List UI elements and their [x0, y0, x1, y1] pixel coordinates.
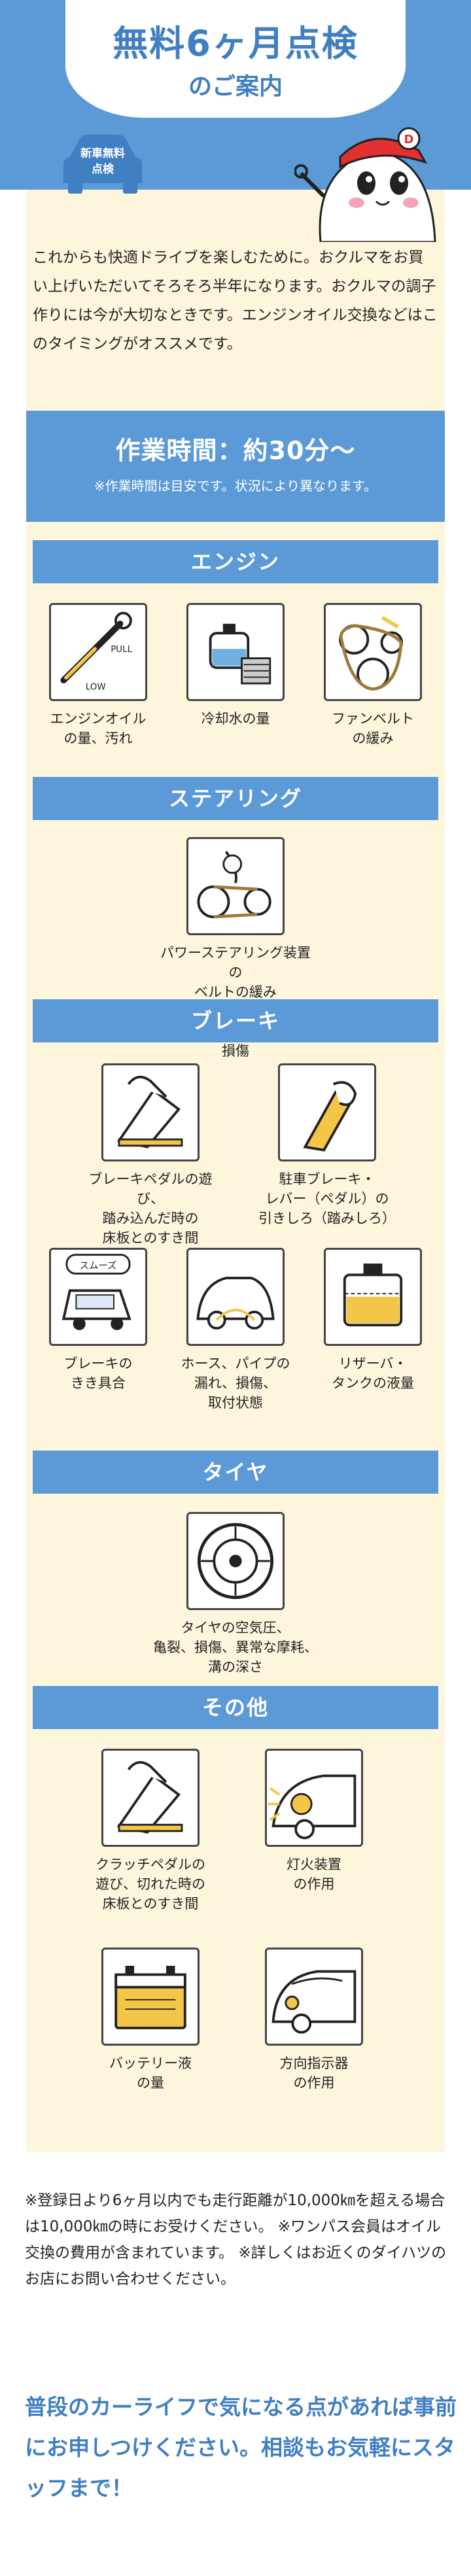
section-engine-title: エンジン	[33, 540, 438, 583]
work-time-box: 作業時間：約30分〜 ※作業時間は目安です。状況により異なります。	[26, 411, 445, 522]
check-item-brake-pedal: ブレーキペダルの遊び、 踏み込んだ時の 床板とのすき間	[78, 1063, 222, 1248]
check-item-tire: タイヤの空気圧、 亀裂、損傷、異常な摩耗、 溝の深さ	[153, 1512, 318, 1677]
badge-line2: 点検	[92, 162, 114, 176]
check-item-engine-oil: PULL LOW エンジンオイル の量、汚れ	[33, 603, 164, 748]
check-item-label: 駐車ブレーキ・ レバー（ペダル）の 引きしろ（踏みしろ）	[258, 1171, 396, 1226]
battery-icon	[101, 1948, 200, 2046]
car-smooth-icon: スムーズ	[49, 1248, 147, 1346]
parking-brake-icon	[278, 1063, 376, 1161]
check-item-fan-belt: ファンベルト の緩み	[307, 603, 438, 748]
check-item-label: 灯火装置 の作用	[287, 1857, 341, 1892]
check-item-label: ブレーキペダルの遊び、 踏み込んだ時の 床板とのすき間	[88, 1171, 213, 1246]
check-item-label: リザーバ・ タンクの液量	[332, 1356, 414, 1391]
check-item-label: バッテリー液 の量	[109, 2055, 192, 2091]
car-hose-icon	[186, 1248, 285, 1346]
intro-text: これからも快適ドライブを楽しむために。おクルマをお買い上げいただいてそろそろ半年…	[33, 249, 438, 352]
closing-message: 普段のカーライフで気になる点があれば事前にお申しつけください。相談もお気軽にスタ…	[25, 2394, 457, 2501]
check-item-label: エンジンオイル の量、汚れ	[50, 711, 147, 746]
check-item-label: ファンベルト の緩み	[332, 711, 414, 746]
title-bubble: 無料6ヶ月点検 のご案内	[65, 0, 406, 118]
low-label: LOW	[86, 683, 106, 693]
check-item-battery: バッテリー液 の量	[85, 1948, 216, 2093]
brake-pedal-icon	[101, 1063, 200, 1161]
check-item-label: 方向指示器 の作用	[279, 2055, 349, 2091]
badge-line1: 新車無料	[80, 146, 125, 160]
work-time-title: 作業時間：約30分〜	[115, 436, 356, 465]
footnotes: ※登録日より6ヶ月以内でも走行距離が10,000㎞を超える場合は10,000㎞の…	[25, 2192, 447, 2288]
smooth-bubble: スムーズ	[80, 1260, 117, 1271]
mascot-cap-letter: D	[404, 133, 414, 146]
fan-belt-icon	[324, 603, 422, 701]
steering-belt-icon	[186, 837, 285, 935]
page-subtitle: のご案内	[188, 73, 283, 100]
check-item-power-steering: パワーステアリング装置の ベルトの緩み （電動パワステ車は除く）、 損傷	[160, 837, 311, 1061]
turn-signal-icon	[265, 1948, 363, 2046]
work-time-note: ※作業時間は目安です。状況により異なります。	[94, 478, 377, 494]
section-tire-title: タイヤ	[33, 1451, 438, 1494]
check-item-lights: 灯火装置 の作用	[249, 1749, 379, 1894]
headlight-icon	[265, 1749, 363, 1847]
check-item-label: ホース、パイプの 漏れ、損傷、 取付状態	[181, 1356, 290, 1411]
check-item-turn-signal: 方向指示器 の作用	[249, 1948, 379, 2093]
check-item-label: タイヤの空気圧、 亀裂、損傷、異常な摩耗、 溝の深さ	[153, 1620, 318, 1675]
pull-label: PULL	[111, 645, 132, 655]
oil-dipstick-icon: PULL LOW	[49, 603, 147, 701]
check-item-hose-pipe: ホース、パイプの 漏れ、損傷、 取付状態	[170, 1248, 301, 1413]
coolant-tank-icon	[186, 603, 285, 701]
tire-icon	[186, 1512, 285, 1610]
check-item-brake-effect: スムーズ ブレーキの きき具合	[33, 1248, 164, 1393]
check-item-label: ブレーキの きき具合	[63, 1356, 133, 1391]
reservoir-tank-icon	[324, 1248, 422, 1346]
car-badge-icon: 新車無料 点検	[60, 131, 145, 196]
section-other-title: その他	[33, 1686, 438, 1729]
page-title: 無料6ヶ月点検	[113, 23, 358, 64]
mascot-illustration: D	[294, 111, 458, 243]
check-item-coolant: 冷却水の量	[170, 603, 301, 729]
check-item-label: クラッチペダルの 遊び、切れた時の 床板とのすき間	[96, 1857, 205, 1912]
section-brake-title: ブレーキ	[33, 999, 438, 1042]
check-item-parking-brake: 駐車ブレーキ・ レバー（ペダル）の 引きしろ（踏みしろ）	[255, 1063, 399, 1228]
check-item-label: 冷却水の量	[201, 711, 270, 727]
clutch-pedal-icon	[101, 1749, 200, 1847]
check-item-reservoir: リザーバ・ タンクの液量	[307, 1248, 438, 1393]
check-item-clutch-pedal: クラッチペダルの 遊び、切れた時の 床板とのすき間	[85, 1749, 216, 1914]
section-steering-title: ステアリング	[33, 777, 438, 820]
